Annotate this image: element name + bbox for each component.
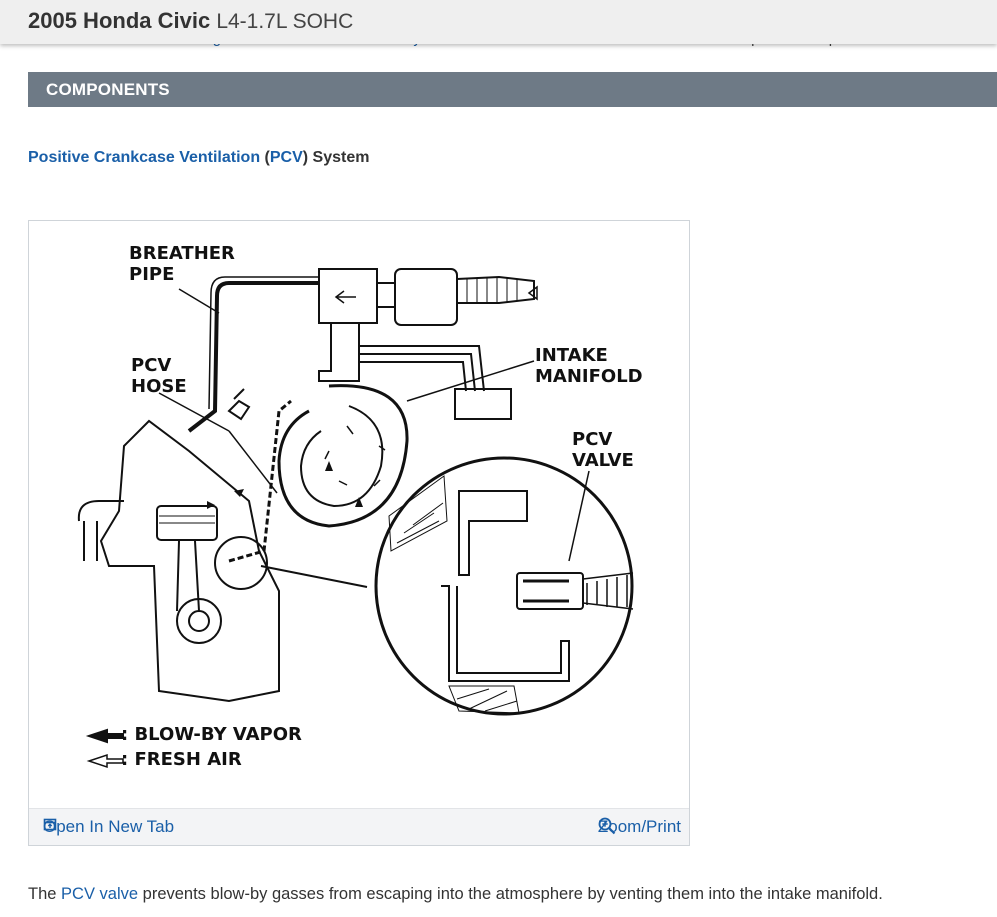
section-header: COMPONENTS <box>28 72 997 107</box>
zoom-print-button[interactable]: Zoom/Print <box>598 817 681 837</box>
manifold-bracket <box>454 388 512 420</box>
pcv-valve-label: PCV VALVE <box>572 429 634 471</box>
air-cleaner-box <box>318 268 378 324</box>
resonator-box <box>394 268 458 326</box>
blow-by-arrow-icon <box>85 728 124 744</box>
intake-snorkel <box>456 275 535 304</box>
pcv-system-link[interactable]: Positive Crankcase Ventilation <box>28 149 261 166</box>
zoom-print-label: Zoom/Print <box>597 817 681 836</box>
figure-toolbar: Open In New Tab Zoom/Print <box>29 808 689 845</box>
pcv-system-diagram[interactable] <box>29 221 689 809</box>
engine-spec: L4-1.7L SOHC <box>216 10 354 33</box>
pcv-valve-body <box>516 572 584 610</box>
breather-pipe-label: BREATHER PIPE <box>129 243 235 285</box>
subtitle-open-paren: ( <box>260 149 270 166</box>
vehicle-name: 2005 Honda Civic <box>28 8 211 33</box>
description-prefix: The <box>28 885 62 903</box>
description-suffix: prevents blow-by gasses from escaping in… <box>138 885 883 903</box>
page-title: 2005 Honda Civic L4-1.7L SOHC <box>28 8 353 34</box>
intake-manifold-shape <box>277 384 409 528</box>
pcv-hose <box>228 399 292 563</box>
description-paragraph: The PCV valve prevents blow-by gasses fr… <box>28 885 883 904</box>
pcv-hose-label: PCV HOSE <box>131 355 187 397</box>
section-title: COMPONENTS <box>46 80 170 99</box>
fresh-air-arrow-icon <box>86 753 124 769</box>
open-in-new-tab-label: Open In New Tab <box>43 817 175 836</box>
figure-subtitle: Positive Crankcase Ventilation (PCV) Sys… <box>28 149 369 167</box>
pcv-valve-link[interactable]: PCV valve <box>61 885 139 903</box>
open-new-tab-icon <box>43 818 57 831</box>
piston <box>156 505 218 541</box>
crankshaft <box>176 598 222 644</box>
pcv-diagram-figure: BREATHER PIPE PCV HOSE INTAKE MANIFOLD P… <box>28 220 690 846</box>
legend-fresh-air-label: : FRESH AIR <box>121 749 242 770</box>
intake-manifold-label: INTAKE MANIFOLD <box>535 345 643 387</box>
pcv-valve-location <box>214 536 268 590</box>
zoom-in-icon <box>598 817 616 835</box>
vehicle-title-bar: 2005 Honda Civic L4-1.7L SOHC <box>0 0 997 44</box>
pcv-valve-detail-circle <box>374 456 634 716</box>
open-in-new-tab-button[interactable]: Open In New Tab <box>43 817 174 837</box>
pcv-abbr-link[interactable]: PCV <box>269 149 303 166</box>
legend-blow-by-label: : BLOW-BY VAPOR <box>121 724 302 745</box>
engine-block <box>99 419 280 703</box>
subtitle-suffix: ) System <box>302 149 370 166</box>
